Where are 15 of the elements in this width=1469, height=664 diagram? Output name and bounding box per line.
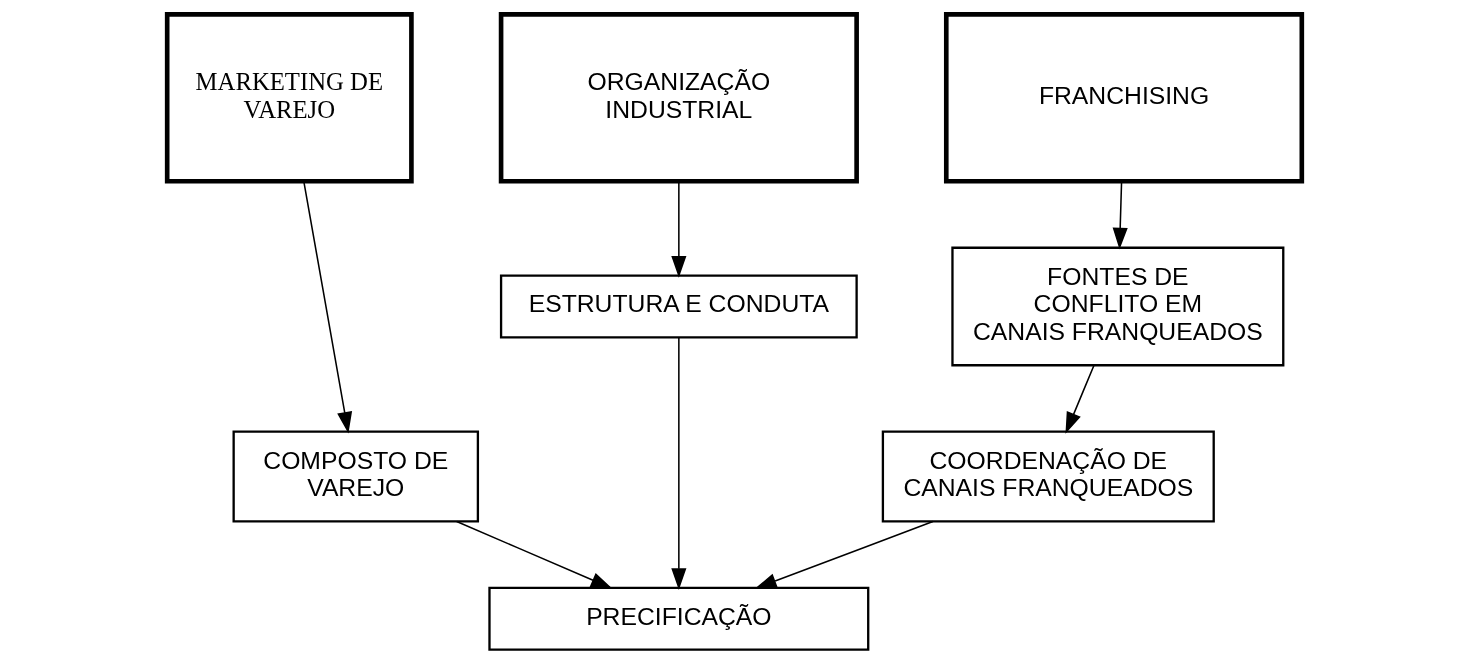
arrow <box>1065 364 1095 434</box>
node-box: ORGANIZAÇÃO INDUSTRIAL <box>498 12 859 184</box>
node-box: ESTRUTURA E CONDUTA <box>499 274 858 339</box>
arrow <box>754 520 934 589</box>
arrow <box>671 181 687 278</box>
node-box: COMPOSTO DE VAREJO <box>232 430 480 523</box>
node-box: COORDENAÇÃO DE CANAIS FRANQUEADOS <box>881 430 1215 523</box>
arrow <box>671 336 687 590</box>
node-box: FONTES DE CONFLITO EM CANAIS FRANQUEADOS <box>951 246 1285 367</box>
node-box: MARKETING DE VAREJO <box>164 12 414 184</box>
node-box: PRECIFICAÇÃO <box>488 586 870 651</box>
arrow <box>1112 181 1128 250</box>
node-box: FRANCHISING <box>943 12 1305 184</box>
arrow <box>455 520 613 589</box>
arrow <box>303 180 353 434</box>
